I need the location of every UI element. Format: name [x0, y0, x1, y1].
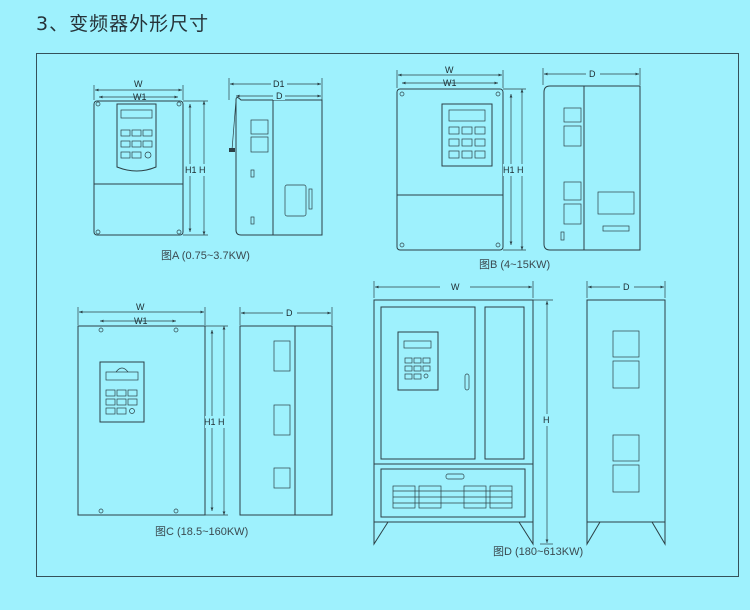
- dim-w: W: [445, 65, 454, 75]
- figure-a-front-view: W W1 H1 H: [93, 79, 209, 236]
- figure-c-front-view: W W1 H1 H: [77, 302, 230, 516]
- dim-w1: W1: [443, 78, 457, 88]
- dim-w1: W1: [134, 316, 148, 326]
- louver-vents: [392, 485, 513, 509]
- figure-b-caption: 图B (4~15KW): [479, 258, 550, 271]
- figure-c-caption: 图C (18.5~160KW): [155, 525, 248, 538]
- figure-b-front-view: W W1 H1 H: [396, 65, 528, 251]
- dim-d: D: [276, 91, 283, 101]
- dim-d1: D1: [273, 79, 285, 89]
- dim-h1-h: H1 H: [185, 165, 206, 175]
- diagram-frame: [36, 53, 739, 577]
- dim-h: H: [543, 415, 550, 425]
- dim-d: D: [286, 308, 293, 318]
- dim-w: W: [451, 282, 460, 292]
- figure-b: W W1 H1 H D 图B (4~15KW): [396, 65, 641, 271]
- figure-d: W H: [373, 281, 666, 558]
- figure-c: W W1 H1 H D 图C (18.5~160KW): [77, 302, 333, 538]
- dim-h1-h: H1 H: [503, 165, 524, 175]
- figure-d-front-view: W H: [373, 281, 553, 546]
- figure-d-caption: 图D (180~613KW): [493, 545, 583, 558]
- dim-w1: W1: [133, 92, 147, 102]
- dim-w: W: [134, 79, 143, 89]
- dim-d: D: [623, 282, 630, 292]
- figure-a-side-view: D1 D: [228, 78, 323, 236]
- figure-c-side-view: D: [239, 307, 333, 516]
- dim-d: D: [589, 69, 596, 79]
- figure-a: W W1 H1 H D1 D 图A (0.75~3.7KW): [93, 78, 323, 262]
- dim-h1-h: H1 H: [204, 417, 225, 427]
- figure-b-side-view: D: [542, 68, 641, 251]
- section-heading: 3、变频器外形尺寸: [36, 13, 210, 35]
- figure-a-caption: 图A (0.75~3.7KW): [161, 249, 250, 262]
- dim-w: W: [136, 302, 145, 312]
- figure-d-side-view: D: [586, 281, 666, 546]
